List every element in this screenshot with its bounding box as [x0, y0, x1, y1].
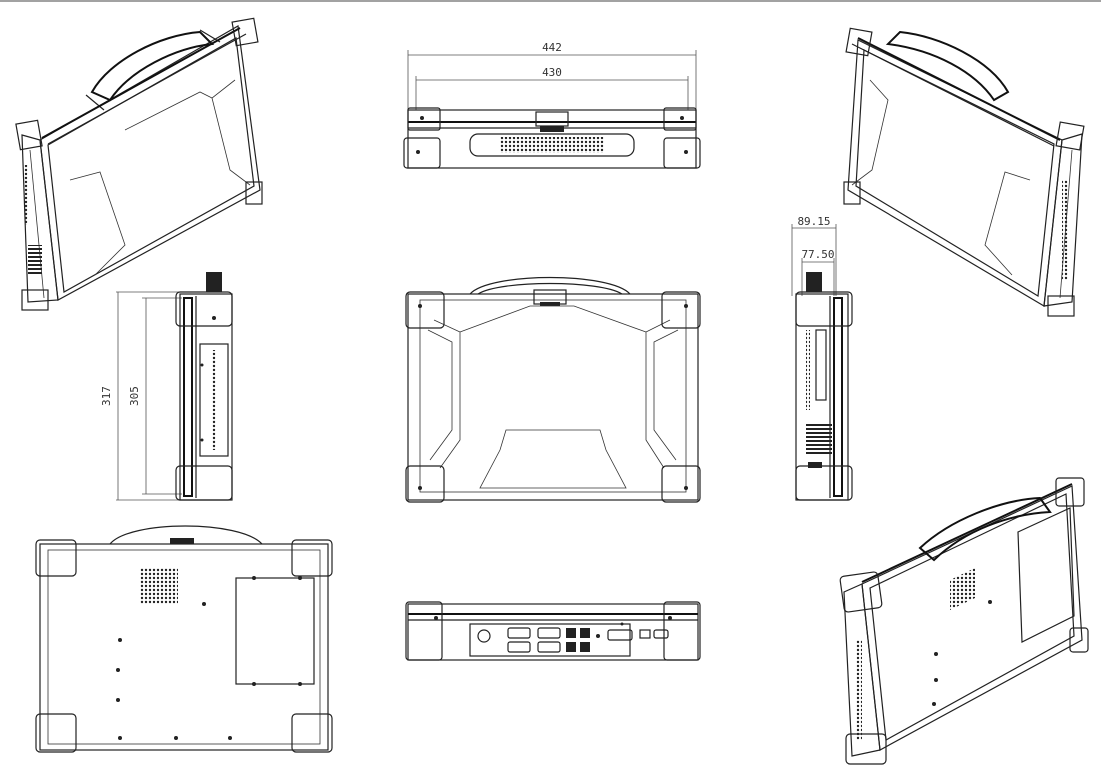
- dim-label-442: 442: [542, 41, 562, 54]
- fan-grille: [140, 568, 178, 604]
- service-panel: [235, 577, 315, 685]
- hdmi-port: [653, 629, 669, 639]
- dim-label-77-50: 77.50: [801, 248, 834, 261]
- iso-view-bottom-right: [839, 477, 1089, 765]
- left-side-view: 317 305: [100, 272, 233, 501]
- iso-view-top-right: [843, 27, 1085, 317]
- bottom-view: [35, 525, 333, 753]
- usb-port: [639, 629, 651, 639]
- io-panel: [469, 623, 631, 657]
- top-view: [405, 276, 701, 503]
- dim-label-430: 430: [542, 66, 562, 79]
- parallel-port: [537, 641, 561, 653]
- iso-fan-grille: [950, 568, 975, 610]
- vga-port: [507, 641, 531, 653]
- serial-port: [537, 627, 561, 639]
- power-port: [477, 629, 491, 643]
- dvi-port: [607, 629, 633, 641]
- iso-service-panel: [1017, 507, 1075, 643]
- ethernet-port: [566, 628, 576, 638]
- dim-label-89-15: 89.15: [797, 215, 830, 228]
- right-side-view: 89.15 77.50: [791, 215, 853, 501]
- serial-port: [507, 627, 531, 639]
- dim-label-317: 317: [100, 386, 113, 406]
- usb-port: [580, 642, 590, 652]
- ethernet-port: [580, 628, 590, 638]
- rear-io-view: [405, 601, 701, 661]
- iso-view-top-left: [15, 17, 263, 311]
- front-view-top: 442 430: [403, 41, 701, 169]
- usb-port: [566, 642, 576, 652]
- dim-label-305: 305: [128, 386, 141, 406]
